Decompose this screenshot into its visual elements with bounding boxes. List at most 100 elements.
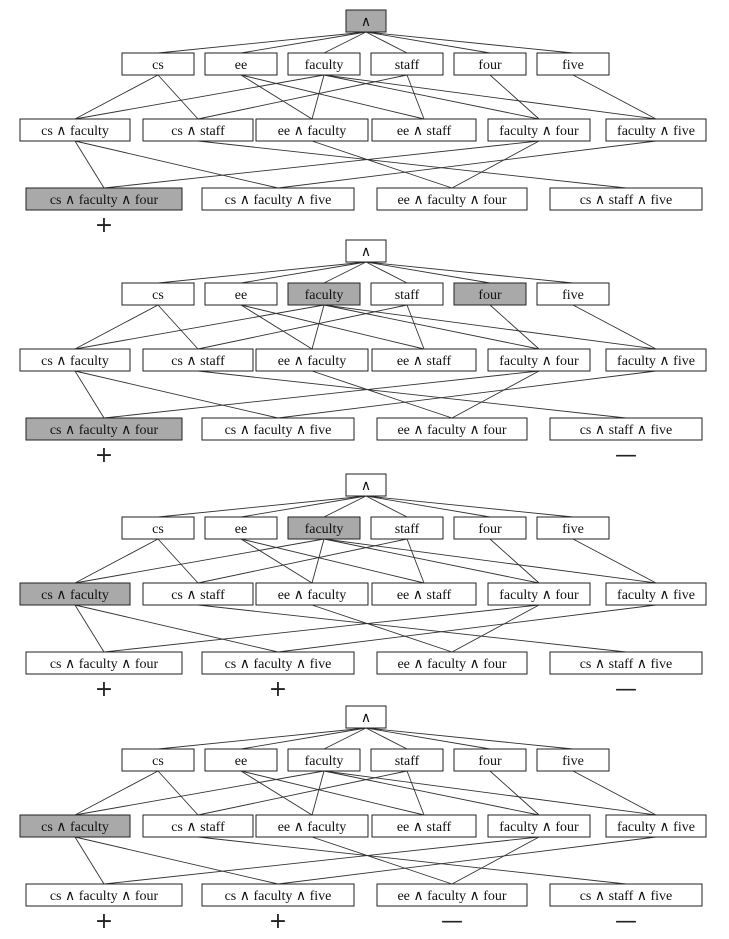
node-box (605, 582, 707, 606)
node-box (287, 516, 361, 540)
edge-top-to-staff (365, 495, 408, 518)
node-label: five (562, 754, 584, 769)
node-ee-faculty: ee ∧ faculty (255, 814, 369, 838)
node-faculty-four: faculty ∧ four (487, 118, 591, 142)
edge-four-to-faculty_four (489, 304, 540, 350)
node-label: ee ∧ faculty (278, 354, 347, 369)
edge-top-to-staff (365, 727, 408, 750)
node-box (19, 582, 131, 606)
node-ee-staff: ee ∧ staff (371, 118, 477, 142)
mark-cs-faculty-four: + (95, 677, 113, 702)
edge-top-to-five (365, 31, 574, 54)
mark-cs-faculty-four: + (95, 213, 113, 238)
edge-faculty-to-cs_faculty (74, 770, 325, 816)
node-label: faculty ∧ five (617, 124, 695, 139)
edge-top-to-faculty (323, 495, 367, 518)
edge-ee-to-ee_faculty (240, 770, 313, 816)
edge-cs_faculty-to-cs_faculty_five (74, 370, 279, 419)
edge-cs-to-cs_staff (157, 74, 199, 120)
node-cs: cs (121, 748, 195, 772)
mark-cs-faculty-four: + (95, 443, 113, 468)
edge-five-to-faculty_five (572, 538, 657, 584)
edge-ee_faculty-to-ee_faculty_four (311, 140, 453, 189)
node-box (25, 883, 183, 907)
node-box (453, 748, 527, 772)
edge-faculty_four-to-cs_faculty_four (103, 604, 540, 653)
edge-cs_faculty-to-cs_faculty_four (74, 604, 105, 653)
node-staff: staff (370, 748, 444, 772)
edge-four-to-faculty_four (489, 538, 540, 584)
edge-ee_faculty-to-ee_faculty_four (311, 370, 453, 419)
node-box (549, 187, 703, 211)
node-staff: staff (370, 282, 444, 306)
node-label: cs ∧ faculty ∧ four (50, 193, 159, 208)
node-label: cs ∧ faculty ∧ four (50, 889, 159, 904)
node-box (605, 814, 707, 838)
node-label: cs ∧ staff (171, 588, 225, 603)
node-cs-staff-five: cs ∧ staff ∧ five (549, 883, 703, 907)
node-cs-faculty-four: cs ∧ faculty ∧ four (25, 883, 183, 907)
node-label: faculty ∧ five (617, 820, 695, 835)
edge-ee-to-ee_faculty (240, 304, 313, 350)
node-label: faculty ∧ five (617, 354, 695, 369)
node-label: staff (395, 522, 420, 537)
node-label: cs ∧ staff ∧ five (580, 423, 673, 438)
edge-staff-to-cs_staff (197, 538, 408, 584)
edge-faculty_four-to-ee_faculty_four (451, 140, 540, 189)
node-box (201, 187, 355, 211)
edge-cs-to-cs_faculty (74, 74, 159, 120)
edge-ee-to-ee_staff (240, 770, 425, 816)
edge-cs-to-cs_faculty (74, 770, 159, 816)
node-cs: cs (121, 516, 195, 540)
node-box (142, 582, 254, 606)
node-ee-faculty-four: ee ∧ faculty ∧ four (376, 187, 528, 211)
edge-cs-to-cs_staff (157, 304, 199, 350)
mark-ee-faculty-four: — (441, 909, 463, 934)
edge-faculty_four-to-cs_faculty_four (103, 836, 540, 885)
node-box (536, 52, 610, 76)
node-label: four (478, 288, 502, 303)
node-label: cs ∧ faculty (41, 820, 109, 835)
node-cs-faculty: cs ∧ faculty (19, 814, 131, 838)
node-box (605, 348, 707, 372)
node-label: cs ∧ faculty (41, 124, 109, 139)
node-box (142, 348, 254, 372)
edge-top-to-four (365, 31, 491, 54)
node-cs-faculty-four: cs ∧ faculty ∧ four (25, 651, 183, 675)
edge-faculty-to-cs_faculty (74, 74, 325, 120)
edge-top-to-cs (157, 261, 367, 284)
edge-top-to-ee (240, 495, 367, 518)
edge-faculty_four-to-ee_faculty_four (451, 604, 540, 653)
node-box (371, 118, 477, 142)
node-label: ee ∧ faculty ∧ four (397, 193, 506, 208)
node-label: four (478, 522, 502, 537)
node-cs-faculty-five: cs ∧ faculty ∧ five (201, 417, 355, 441)
node-label: cs ∧ staff (171, 354, 225, 369)
node-five: five (536, 282, 610, 306)
node-label: cs ∧ faculty ∧ five (225, 193, 332, 208)
node-cs: cs (121, 52, 195, 76)
edge-faculty_four-to-ee_faculty_four (451, 370, 540, 419)
node-box (204, 516, 278, 540)
node-box (376, 883, 528, 907)
edge-faculty-to-faculty_four (323, 538, 540, 584)
node-cs: cs (121, 282, 195, 306)
node-box (487, 814, 591, 838)
edge-top-to-ee (240, 31, 367, 54)
node-box (255, 814, 369, 838)
node-box (121, 52, 195, 76)
node-label: cs ∧ staff (171, 124, 225, 139)
edge-staff-to-cs_staff (197, 74, 408, 120)
node-label: cs ∧ faculty ∧ five (225, 423, 332, 438)
node-box (370, 282, 444, 306)
edge-faculty-to-ee_faculty (311, 74, 325, 120)
edge-top-to-cs (157, 31, 367, 54)
node-ee: ee (204, 748, 278, 772)
node-faculty-five: faculty ∧ five (605, 118, 707, 142)
node-box (19, 348, 131, 372)
node-box (345, 9, 387, 33)
node-label: ∧ (361, 711, 371, 726)
node-four: four (453, 282, 527, 306)
